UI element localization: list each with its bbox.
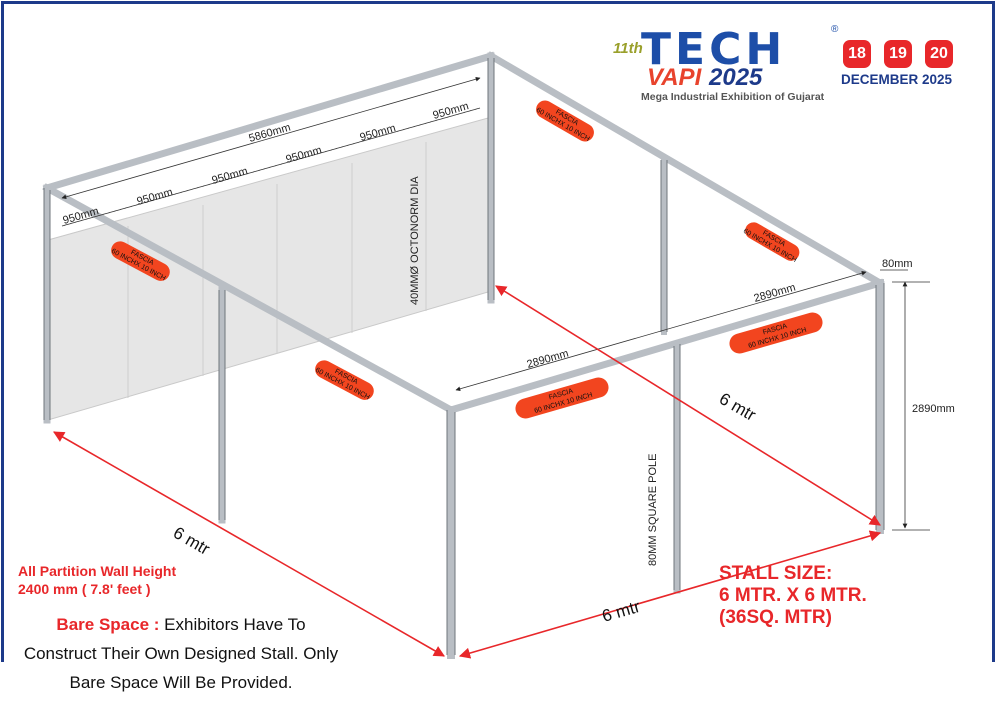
date-day-3: 20 bbox=[925, 40, 953, 68]
tech-vapi-logo: 11th TECH ® VAPI 2025 Mega Industrial Ex… bbox=[605, 24, 839, 108]
fascia-board-right-back: FASCIA 60 INCHX 10 INCH bbox=[742, 222, 800, 264]
stall-size-dimensions: 6 MTR. X 6 MTR. bbox=[719, 585, 867, 606]
date-day-1: 18 bbox=[843, 40, 871, 68]
logo-brand-city: VAPI bbox=[647, 64, 702, 91]
date-month-year: DECEMBER 2025 bbox=[841, 72, 953, 87]
logo-edition: 11th bbox=[613, 40, 643, 57]
stall-size-area: (36SQ. MTR) bbox=[719, 607, 832, 628]
bare-space-label: Bare Space : bbox=[56, 615, 160, 634]
dim-post-width: 80mm bbox=[882, 258, 913, 270]
partition-note-line2: 2400 mm ( 7.8' feet ) bbox=[18, 581, 151, 597]
dim-panel-6: 950mm bbox=[432, 100, 471, 122]
dim-square-pole: 80MM SQUARE POLE bbox=[647, 454, 659, 566]
stall-size: STALL SIZE: 6 MTR. X 6 MTR. (36SQ. MTR) bbox=[719, 563, 867, 629]
dim-panel-2: 950mm bbox=[136, 186, 175, 208]
red-dimension-arrows bbox=[53, 285, 882, 659]
stall-size-title: STALL SIZE: bbox=[719, 563, 833, 584]
fascia-board-back: FASCIA 60 INCHX 10 INCH bbox=[535, 100, 594, 143]
bare-space-line2: Construct Their Own Designed Stall. Only bbox=[23, 644, 339, 663]
dim-right-span: 2890mm bbox=[753, 282, 797, 305]
logo-brand-top: TECH bbox=[641, 24, 787, 75]
fascia-board-front: FASCIA 60 INCHX 10 INCH bbox=[515, 377, 609, 419]
partition-note: All Partition Wall Height 2400 mm ( 7.8'… bbox=[18, 562, 176, 598]
label-diagonal: 6 mtr bbox=[716, 389, 759, 425]
logo-brand-year: 2025 bbox=[709, 64, 763, 91]
date-day-2: 19 bbox=[884, 40, 912, 68]
dim-height: 2890mm bbox=[912, 403, 955, 415]
partition-note-line1: All Partition Wall Height bbox=[18, 563, 177, 579]
bare-space-note: Bare Space : Exhibitors Have To Construc… bbox=[0, 610, 362, 697]
bare-space-line1: Exhibitors Have To bbox=[159, 615, 306, 634]
partition-wall-left bbox=[47, 117, 489, 421]
logo-registered: ® bbox=[831, 24, 839, 35]
dim-front-span: 2890mm bbox=[526, 348, 570, 371]
logo-tagline: Mega Industrial Exhibition of Gujarat bbox=[641, 91, 825, 103]
dim-octonorm: 40MMØ OCTONORM DIA bbox=[409, 176, 421, 305]
dim-panel-4: 950mm bbox=[285, 144, 324, 166]
dim-panel-5: 950mm bbox=[359, 122, 398, 144]
label-side-front: 6 mtr bbox=[600, 597, 643, 626]
dim-panel-3: 950mm bbox=[211, 165, 250, 187]
label-side-left: 6 mtr bbox=[170, 523, 213, 559]
bare-space-line3: Bare Space Will Be Provided. bbox=[69, 673, 293, 692]
